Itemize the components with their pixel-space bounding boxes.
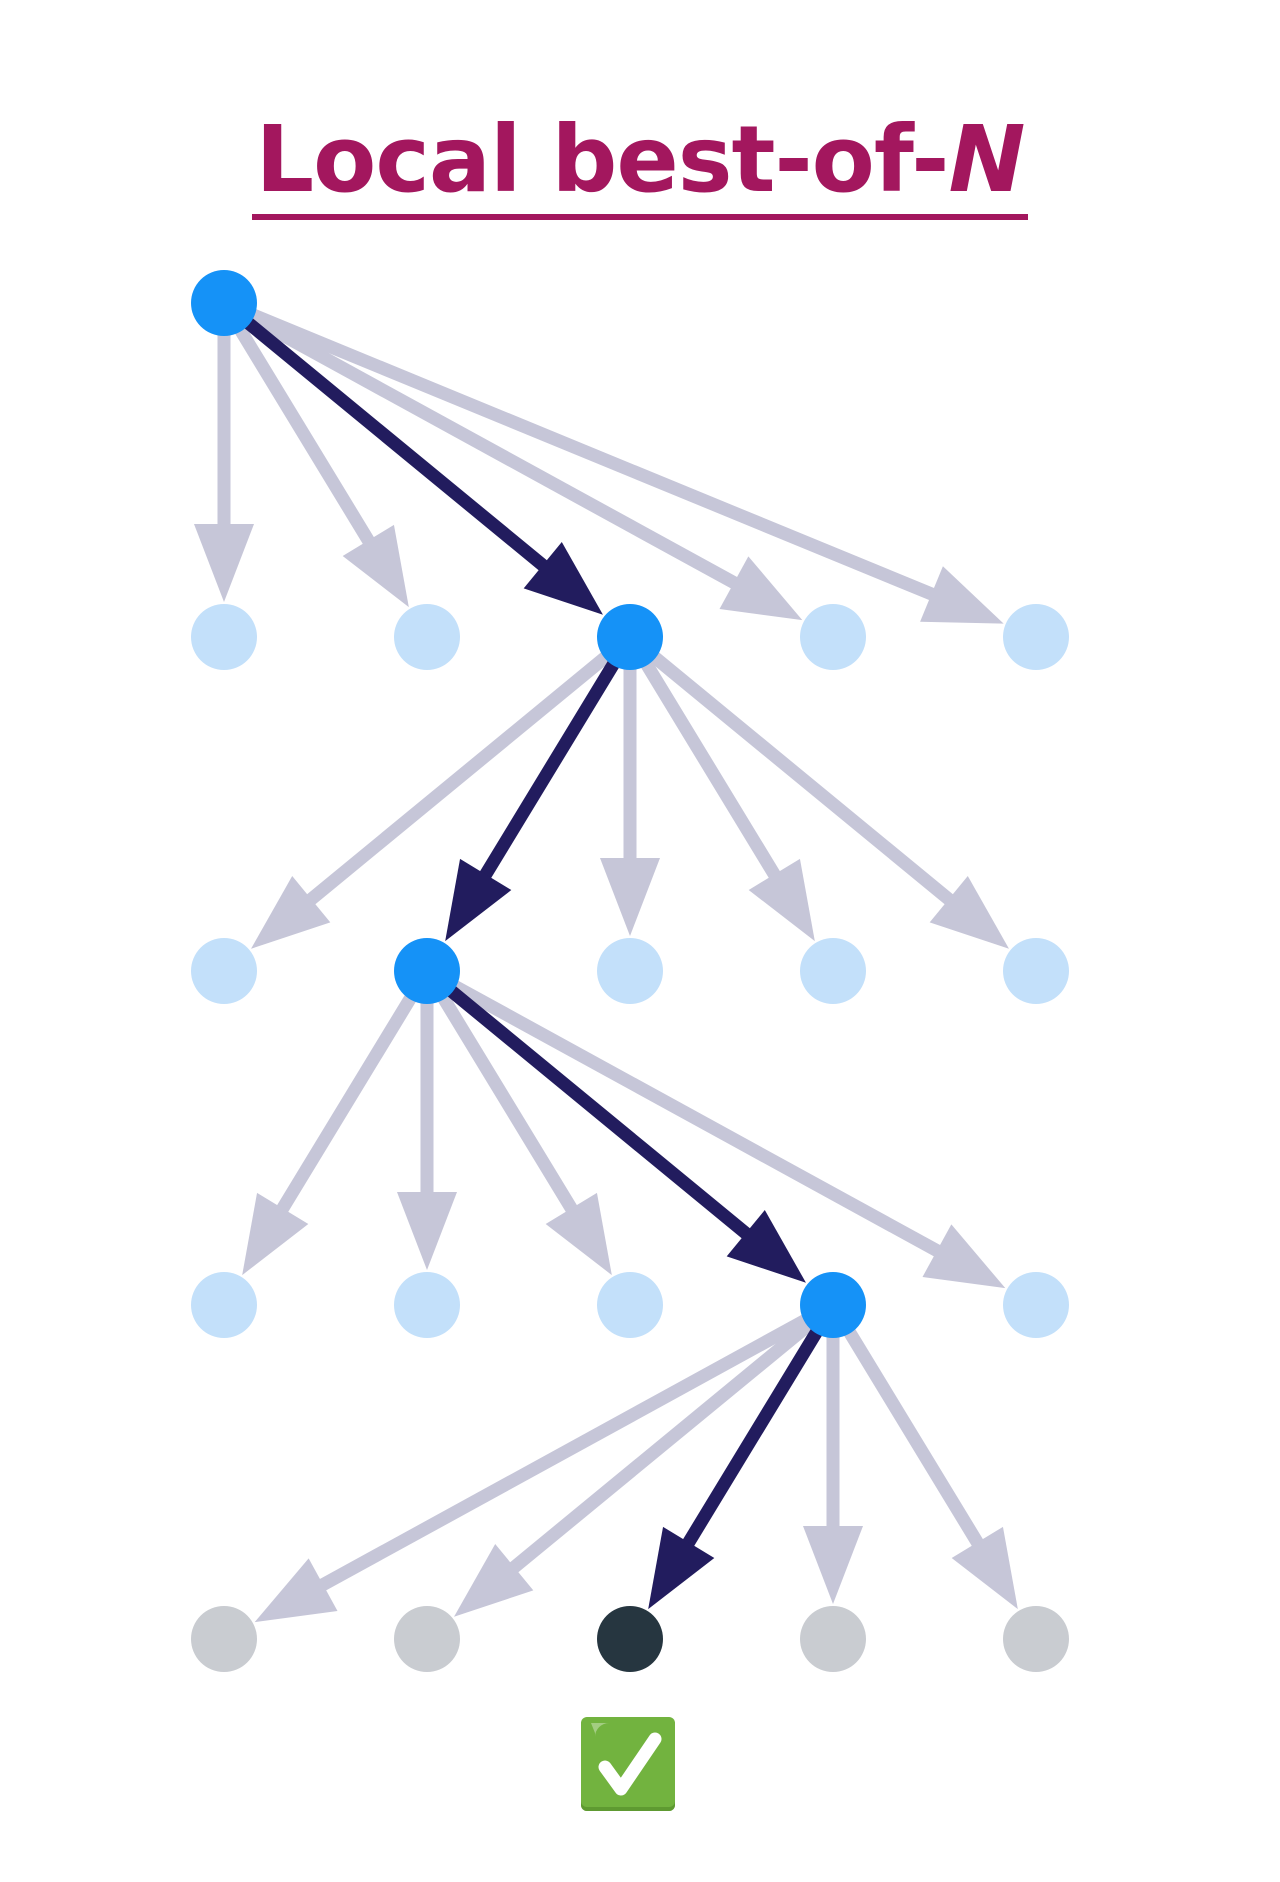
candidate-edge-arrow xyxy=(254,1313,811,1623)
candidate-edge-arrow xyxy=(248,308,1004,624)
nodes xyxy=(191,270,1069,1672)
edges xyxy=(194,308,1018,1623)
rejected-node xyxy=(800,1606,866,1672)
selected-edge-arrow xyxy=(445,984,806,1283)
success-check-icon xyxy=(581,1717,675,1811)
candidate-node xyxy=(191,938,257,1004)
candidate-node xyxy=(800,938,866,1004)
candidate-edge-arrow xyxy=(436,992,612,1276)
selected-node xyxy=(800,1272,866,1338)
selected-edge-arrow xyxy=(445,658,621,942)
candidate-node xyxy=(191,604,257,670)
candidate-edge-arrow xyxy=(449,979,1006,1289)
candidate-node xyxy=(191,1272,257,1338)
diagram-title: Local best-of-N xyxy=(0,112,1280,220)
candidate-edge-arrow xyxy=(194,332,254,602)
selected-path xyxy=(242,316,824,1610)
title-variable-n: N xyxy=(948,106,1025,213)
selected-node xyxy=(394,938,460,1004)
title-text: Local best-of-N xyxy=(251,112,1029,220)
candidate-node xyxy=(1003,938,1069,1004)
candidate-edge-arrow xyxy=(233,324,409,608)
candidate-edge-arrow xyxy=(803,1334,863,1604)
candidate-node xyxy=(1003,1272,1069,1338)
candidate-edge-arrow xyxy=(242,992,418,1276)
candidate-node xyxy=(597,938,663,1004)
selected-node xyxy=(597,604,663,670)
candidate-edge-arrow xyxy=(246,311,803,621)
rejected-node xyxy=(1003,1606,1069,1672)
candidate-node xyxy=(1003,604,1069,670)
candidate-edge-arrow xyxy=(639,658,815,942)
selected-edge-arrow xyxy=(242,316,603,615)
candidate-edge-arrow xyxy=(842,1326,1018,1610)
candidate-node xyxy=(800,604,866,670)
candidate-node xyxy=(394,1272,460,1338)
title-main: Local best-of- xyxy=(255,106,950,213)
candidate-edge-arrow xyxy=(397,1000,457,1270)
candidate-node xyxy=(597,1272,663,1338)
rejected-node xyxy=(394,1606,460,1672)
candidate-edge-arrow xyxy=(648,650,1009,949)
candidate-edge-arrow xyxy=(454,1318,815,1617)
candidate-edge-arrow xyxy=(251,650,612,949)
selected-edge-arrow xyxy=(648,1326,824,1610)
candidate-node xyxy=(394,604,460,670)
final-answer-node xyxy=(597,1606,663,1672)
rejected-node xyxy=(191,1606,257,1672)
root-node xyxy=(191,270,257,336)
candidate-edge-arrow xyxy=(600,666,660,936)
